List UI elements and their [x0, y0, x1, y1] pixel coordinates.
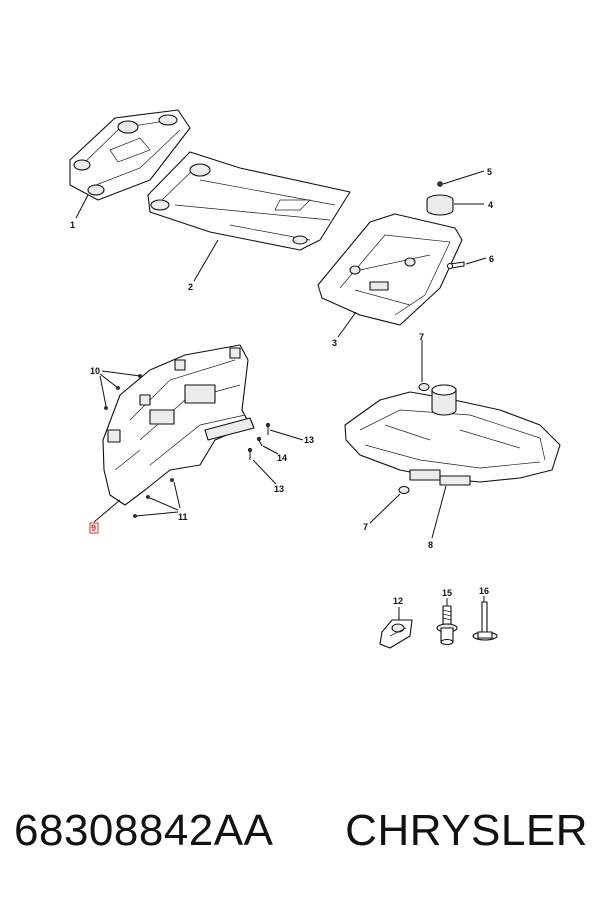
part-14-clip [256, 436, 263, 447]
part-1-front-skid-plate [69, 109, 191, 201]
part-13-screw-lower [247, 447, 253, 460]
callout-10: 10 [90, 366, 100, 376]
callout-13-upper: 13 [304, 435, 314, 445]
callout-13-lower: 13 [274, 484, 284, 494]
part-6-bolt [446, 261, 465, 270]
part-number: 68308842AA [14, 806, 274, 855]
callout-3: 3 [332, 338, 337, 348]
callout-4: 4 [488, 200, 493, 210]
part-4-isolator [426, 194, 454, 216]
callout-12: 12 [393, 596, 403, 606]
callout-7-upper: 7 [419, 332, 424, 342]
part-2-center-skid-plate [147, 151, 351, 251]
part-16-stud [472, 601, 498, 641]
leader-lines [75, 170, 487, 620]
part-7-nut-lower [398, 485, 410, 495]
part-13-screw-upper [265, 422, 271, 435]
callout-11: 11 [178, 512, 188, 522]
callout-1: 1 [70, 220, 75, 230]
callout-9-highlight [89, 522, 99, 534]
callout-9: 9 [91, 523, 96, 533]
part-8-fuel-tank-shield [344, 384, 561, 486]
part-9-shield-assembly [102, 344, 255, 506]
callout-5: 5 [487, 167, 492, 177]
part-3-rear-skid-plate [317, 213, 463, 326]
part-10-fasteners [104, 374, 142, 410]
callout-2: 2 [188, 282, 193, 292]
brand-name: CHRYSLER [345, 806, 588, 855]
part-5-nut [437, 181, 443, 187]
part-15-flange-bolt [436, 605, 458, 646]
part-11-fasteners [133, 478, 174, 518]
callout-8: 8 [428, 540, 433, 550]
callout-6: 6 [489, 254, 494, 264]
parts-diagram: 1 2 3 4 5 6 7 7 8 9 10 11 12 13 13 14 15… [69, 109, 561, 649]
callout-15: 15 [442, 588, 452, 598]
callout-labels: 1 2 3 4 5 6 7 7 8 9 10 11 12 13 13 14 15… [70, 167, 494, 606]
callout-16: 16 [479, 586, 489, 596]
part-12-clip-nut [379, 619, 413, 649]
callout-7-lower: 7 [363, 522, 368, 532]
callout-14: 14 [277, 453, 287, 463]
part-7-nut-upper [418, 382, 430, 392]
footer: 68308842AA CHRYSLER [0, 800, 600, 870]
